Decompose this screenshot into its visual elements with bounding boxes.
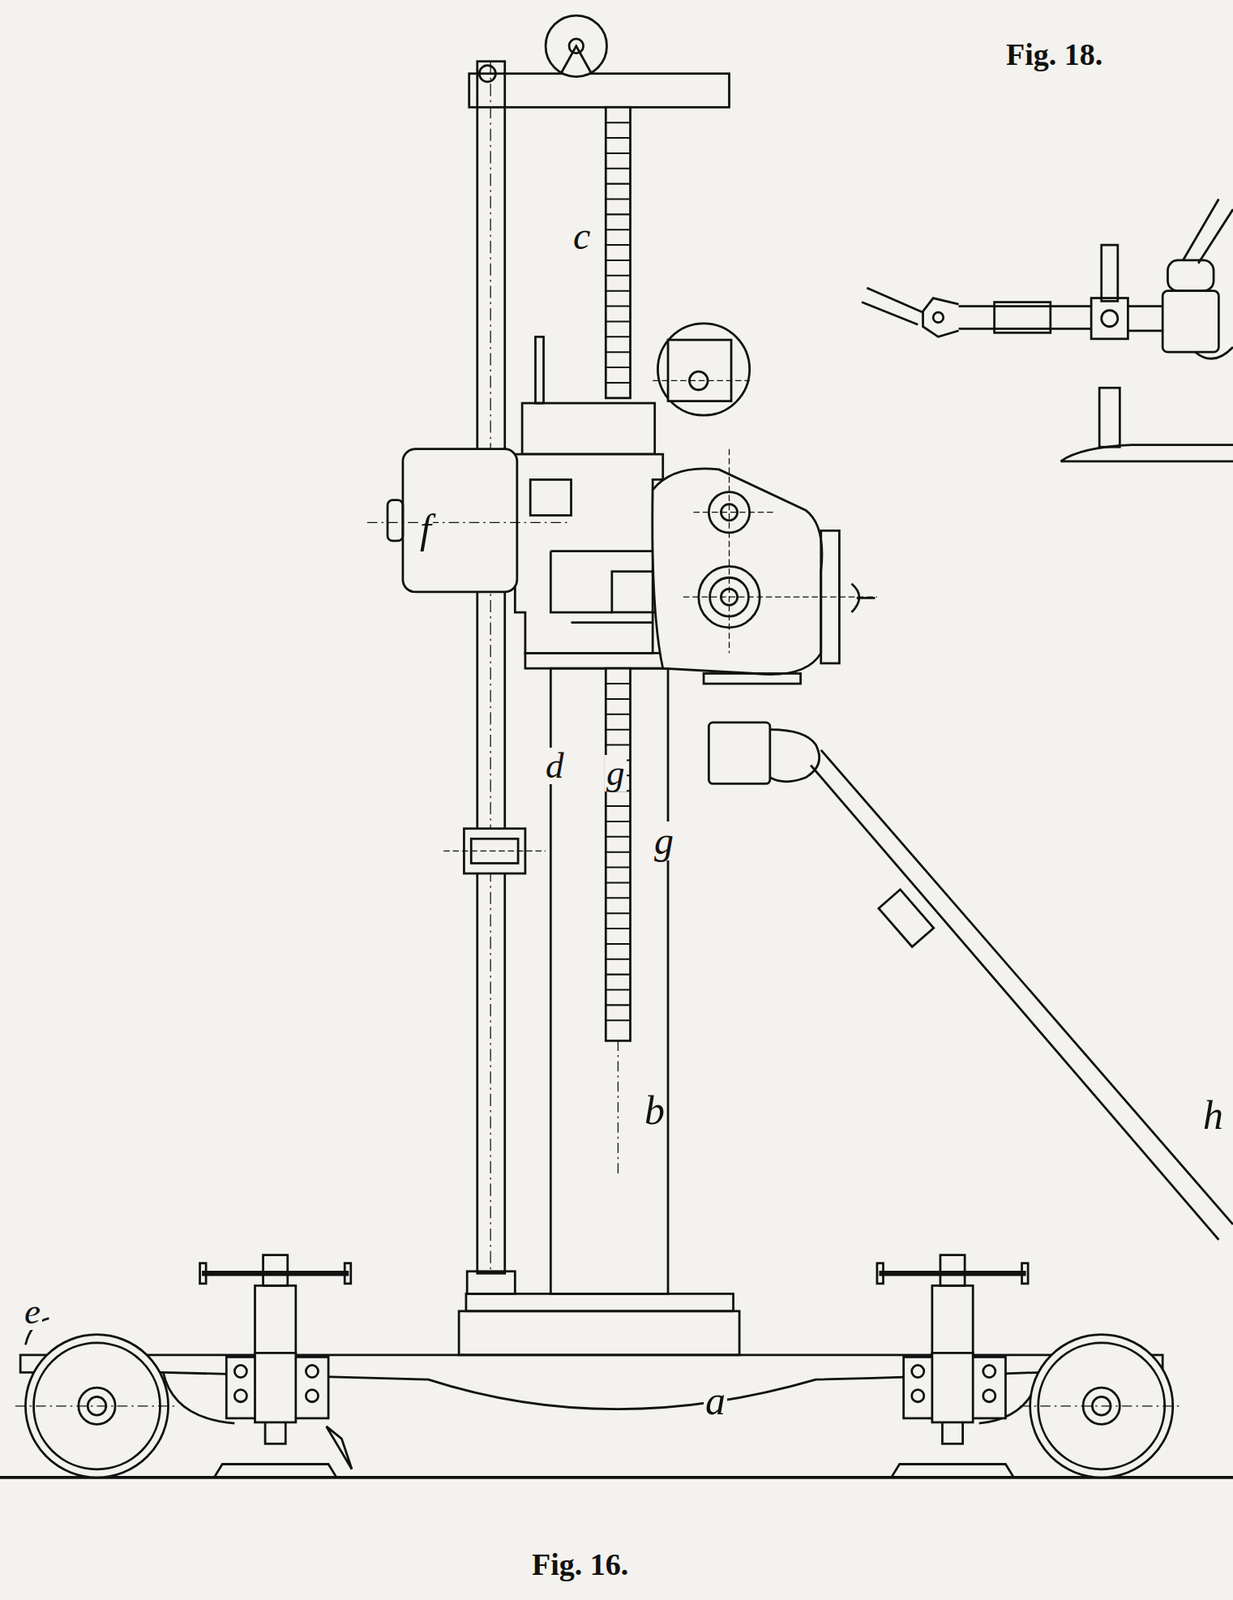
part-letter: g [604,754,627,792]
part-letter: f [418,508,433,549]
figure-number: Fig. 18. [1004,38,1105,70]
part-letter: b [642,1089,667,1131]
part-letter: a [703,1379,728,1421]
part-letter: h [1201,1094,1225,1135]
part-letter: c [571,216,592,256]
part-letter: g [652,821,676,861]
figure-number: Fig. 16. [530,1548,630,1580]
part-letter: d [543,747,566,784]
part-letter: e [22,1292,43,1330]
